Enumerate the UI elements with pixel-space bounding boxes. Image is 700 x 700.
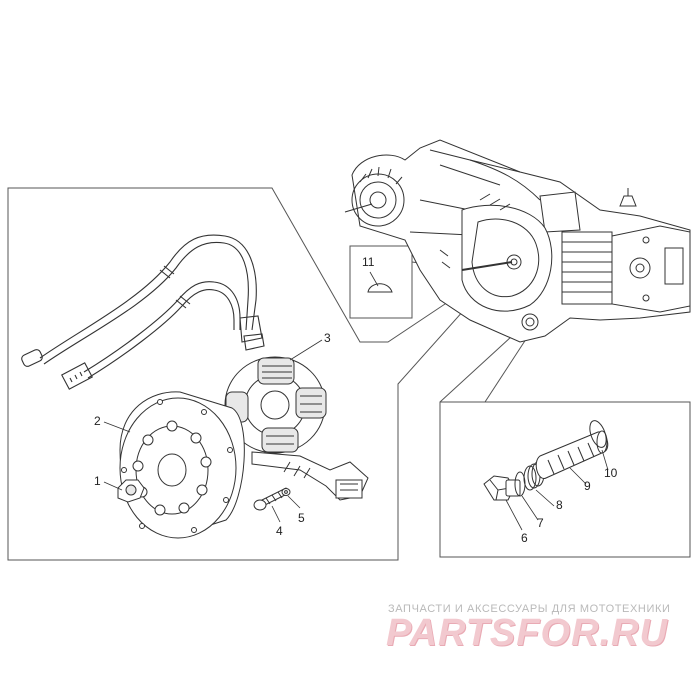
callout-11: 11 [362,255,375,269]
callout-3: 3 [324,331,331,345]
detail-frame-inset [439,401,691,558]
detail-frame-key [349,245,413,319]
woodruff-key-part [367,283,393,293]
strainer-o-ring-part [589,420,607,448]
wiring-harness [21,234,265,390]
callout-10: 10 [604,466,618,480]
callout-6: 6 [521,531,528,545]
washer-part [281,488,291,496]
watermark-tagline: ЗАПЧАСТИ И АКСЕССУАРЫ ДЛЯ МОТОТЕХНИКИ [388,603,671,615]
callout-8: 8 [556,498,563,512]
flywheel-nut-part [117,479,145,503]
callout-7: 7 [537,516,544,530]
oil-strainer-part [535,430,609,479]
leader-lines [103,271,609,531]
flywheel-rotor-part [119,391,245,539]
stator-part [224,356,369,501]
drain-plug-part [483,475,521,501]
engine-assembly [344,139,691,343]
callout-1: 1 [94,474,101,488]
callout-9: 9 [584,479,591,493]
callout-4: 4 [276,524,283,538]
watermark-brand-logo: PARTSFOR.RU [386,612,668,654]
callout-2: 2 [94,414,101,428]
callout-5: 5 [298,511,305,525]
